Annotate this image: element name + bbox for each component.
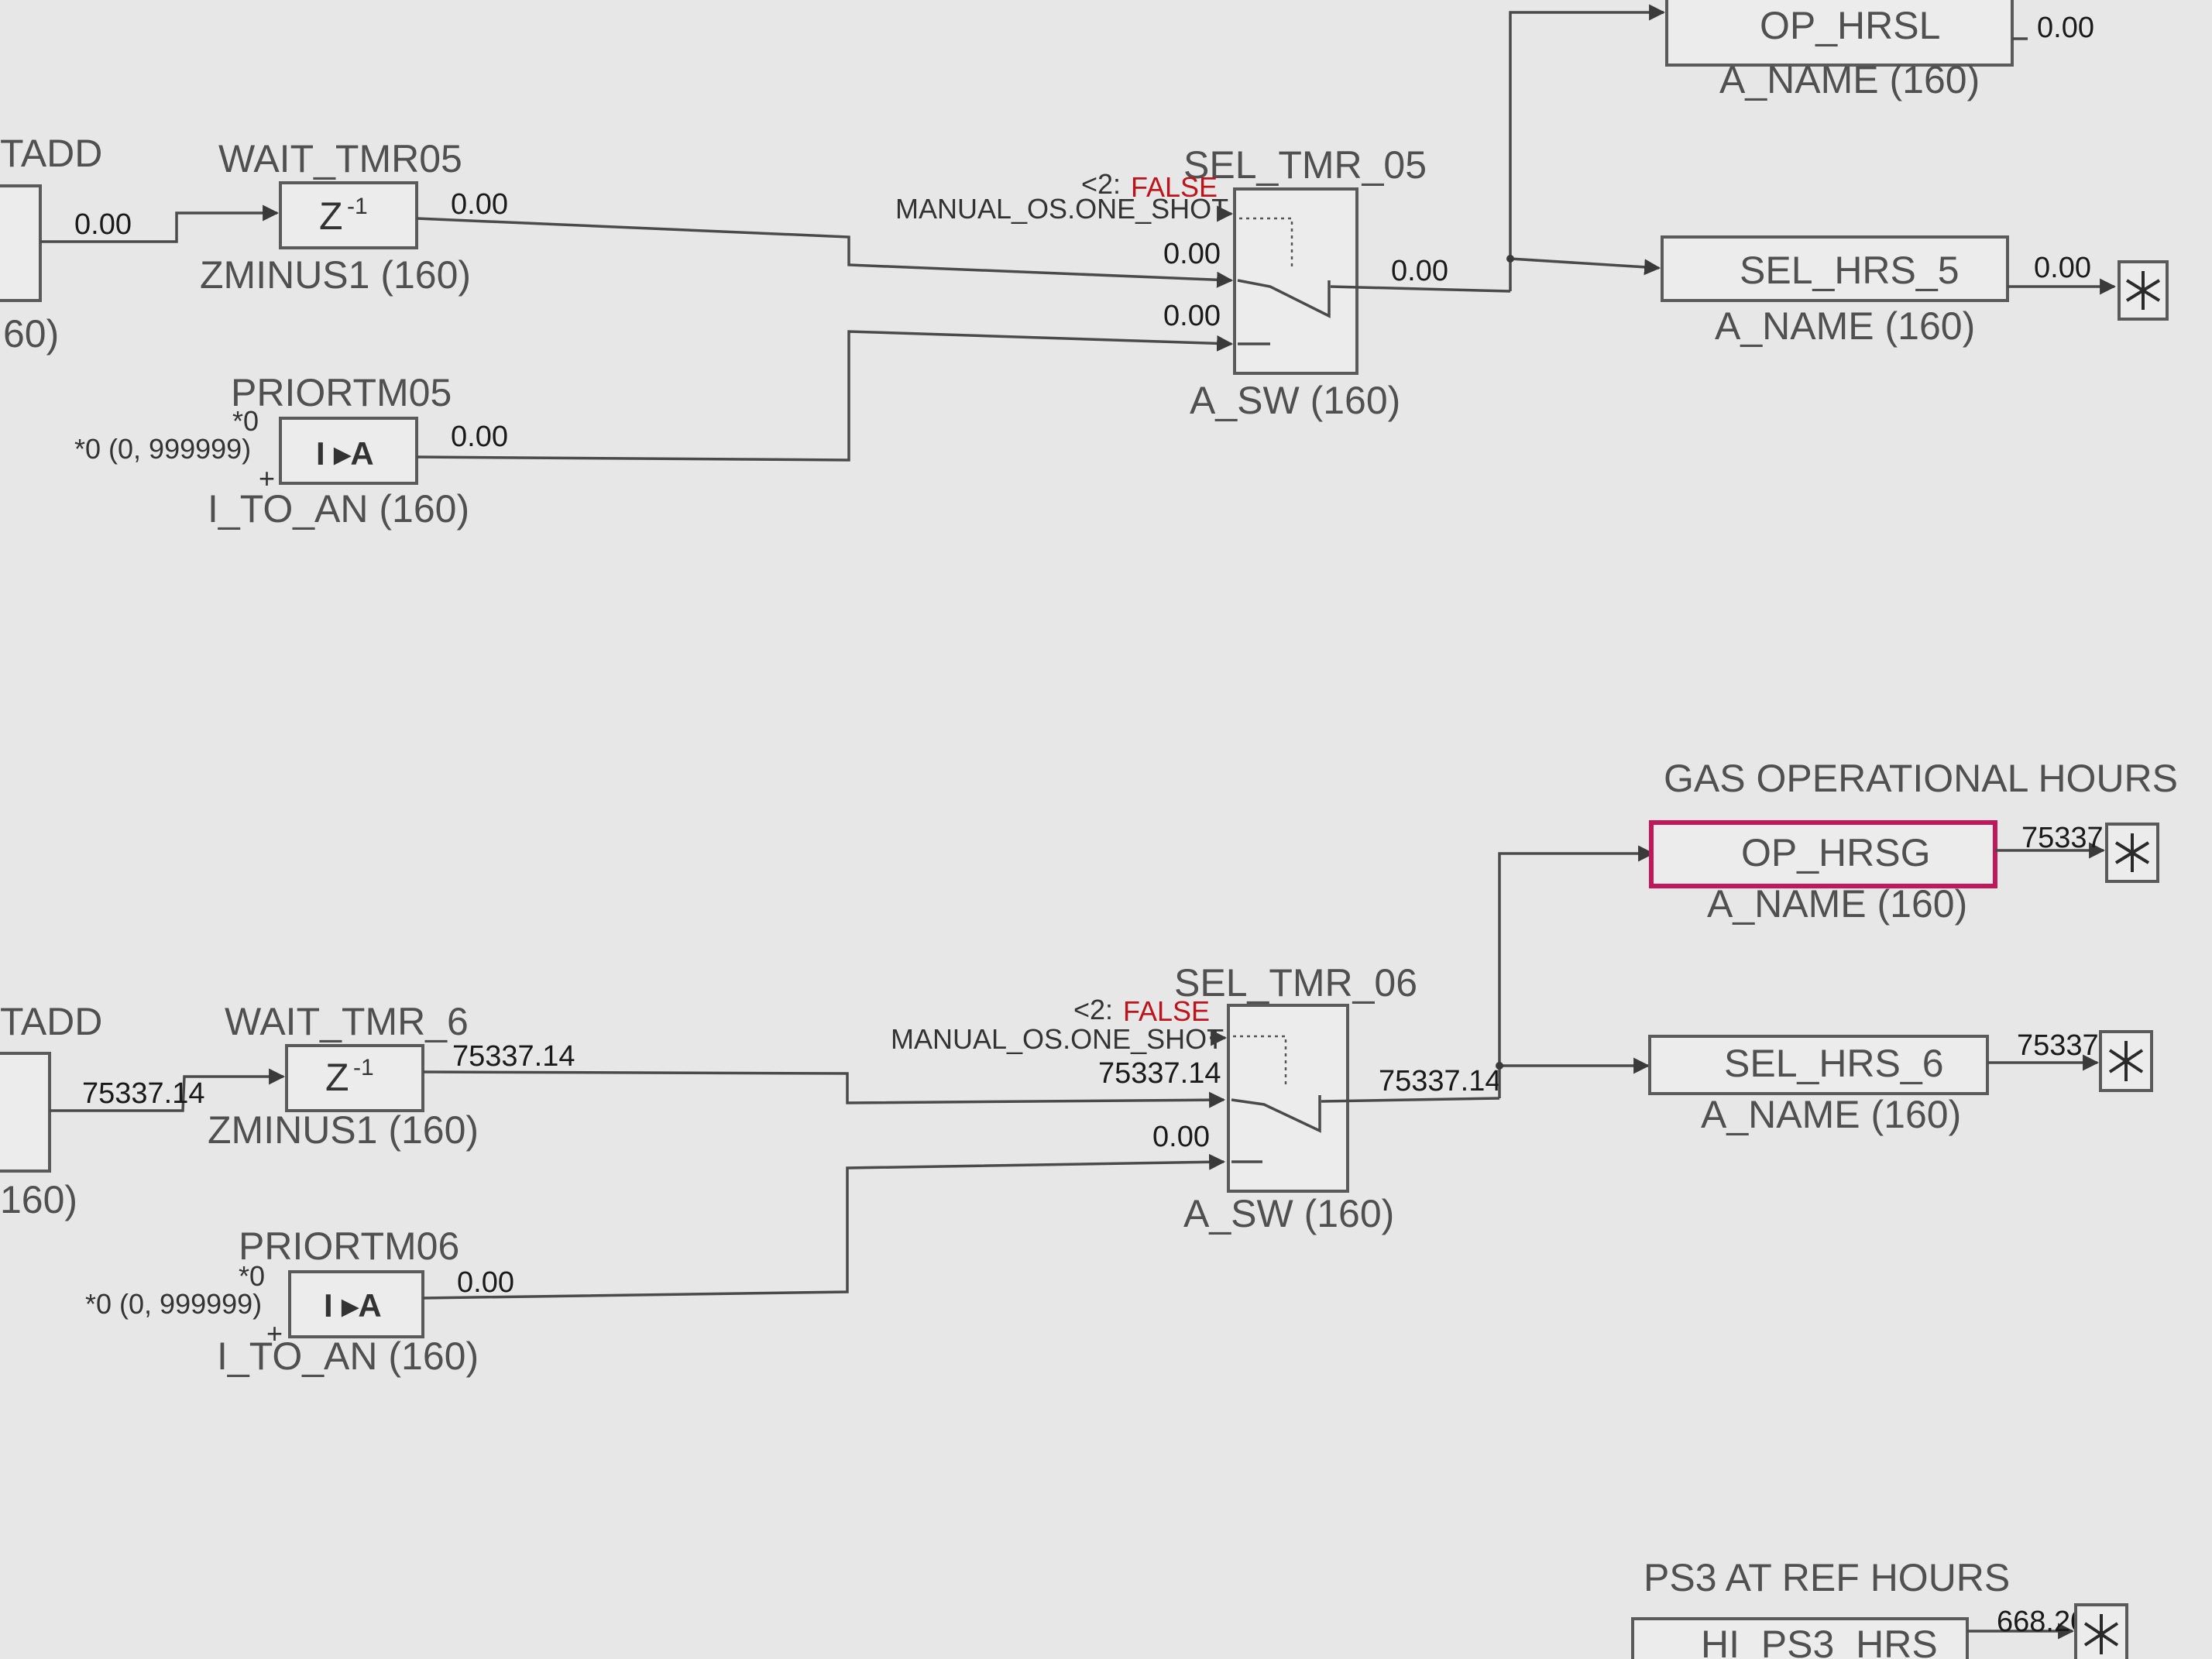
sel-hrs-6-block[interactable] [1648, 1035, 1989, 1095]
sel-tmr-06-name: SEL_TMR_06 [1174, 961, 1417, 1005]
priortm06-name: PRIORTM06 [239, 1224, 459, 1268]
tadd-top-name: TADD [0, 132, 102, 175]
priortm06-param: *0 (0, 999999) [85, 1288, 262, 1320]
wire-priortm06-to-sel [422, 1153, 1226, 1300]
priortm05-type: I_TO_AN (160) [208, 487, 469, 531]
tadd-block-top[interactable] [0, 184, 42, 302]
sel-tmr-05-dotted-control [1239, 217, 1293, 268]
wait-tmr05-in-value: 0.00 [74, 208, 132, 241]
asterisk-icon[interactable] [2099, 1030, 2153, 1092]
priortm05-reset: *0 [232, 405, 259, 437]
op-hrsg-type: A_NAME (160) [1707, 882, 1967, 926]
tadd-bottom-name: TADD [0, 1000, 102, 1043]
wire-wait-tmr-6-to-sel [422, 1070, 1226, 1108]
wait-tmr05-type: ZMINUS1 (160) [200, 253, 471, 297]
sel-tmr-06-in2-value: 0.00 [1152, 1121, 1210, 1153]
op-hrsg-block[interactable] [1649, 820, 1997, 888]
sel-tmr-06-block[interactable] [1227, 1004, 1349, 1193]
wait-tmr-6-block[interactable] [285, 1044, 424, 1112]
sel-tmr-05-out-value: 0.00 [1391, 255, 1448, 287]
priortm06-type: I_TO_AN (160) [217, 1334, 479, 1378]
wire-tadd-to-wait-tmr-6 [50, 1068, 286, 1112]
hi-ps3-hrs-caption: PS3 AT REF HOURS [1644, 1556, 2010, 1599]
priortm06-block[interactable] [288, 1270, 424, 1338]
sel-tmr-05-type: A_SW (160) [1190, 379, 1400, 422]
asterisk-icon[interactable] [2118, 260, 2169, 321]
wire-to-op-hrsg [1498, 845, 1655, 1098]
sel-tmr-05-name: SEL_TMR_05 [1183, 143, 1427, 187]
wait-tmr-6-in-value: 75337.14 [82, 1077, 205, 1110]
hi-ps3-hrs-out-value: 668.20 [1997, 1606, 2087, 1638]
sel-tmr-06-in1-value: 75337.14 [1098, 1057, 1221, 1090]
wire-sel-06-out [1321, 1097, 1500, 1103]
tadd-top-type: 60) [3, 312, 59, 356]
wire-sel-05-out [1330, 285, 1511, 293]
sel-tmr-05-cond-value: FALSE [1131, 171, 1218, 203]
wire-wait-tmr05-to-sel [416, 217, 1234, 288]
sel-tmr-06-out-value: 75337.14 [1379, 1065, 1502, 1097]
zminus1-superscript-6: -1 [353, 1055, 374, 1080]
wait-tmr05-out-value: 0.00 [451, 188, 508, 221]
priortm05-out-value: 0.00 [451, 421, 508, 453]
sel-tmr-06-input-label: MANUAL_OS.ONE_SHOT [891, 1023, 1224, 1055]
priortm05-param: *0 (0, 999999) [74, 433, 251, 465]
i-to-a-symbol: I ▸A [316, 435, 374, 472]
priortm05-plus: + [259, 462, 275, 494]
wait-tmr05-name: WAIT_TMR05 [218, 137, 462, 180]
zminus1-symbol: Z [319, 194, 343, 238]
tadd-block-bottom[interactable] [0, 1052, 51, 1173]
zminus1-superscript: -1 [347, 194, 368, 219]
asterisk-icon[interactable] [2074, 1603, 2128, 1659]
sel-tmr-06-type: A_SW (160) [1183, 1192, 1394, 1235]
zminus1-symbol-6: Z [325, 1056, 349, 1099]
wire-to-sel-hrs-5 [1510, 257, 1661, 276]
hi-ps3-hrs-name: HI_PS3_HRS [1701, 1623, 1938, 1659]
sel-hrs-5-out-value: 0.00 [2034, 252, 2091, 284]
tadd-bottom-type: 160) [0, 1178, 77, 1221]
wire-to-op-hrsl [1509, 4, 1666, 291]
wire-priortm05-to-sel [416, 330, 1234, 462]
sel-tmr-05-switch [1237, 279, 1331, 318]
sel-hrs-5-name: SEL_HRS_5 [1740, 249, 1960, 292]
op-hrsl-block[interactable] [1665, 0, 2014, 67]
sel-tmr-05-in2-value: 0.00 [1163, 300, 1221, 332]
sel-tmr-06-cond-prefix: <2: [1073, 994, 1113, 1025]
wait-tmr-6-type: ZMINUS1 (160) [208, 1108, 479, 1152]
wait-tmr05-block[interactable] [279, 181, 418, 249]
sel-tmr-05-cond-prefix: <2: [1081, 168, 1121, 200]
junction-dot-05 [1506, 255, 1514, 263]
op-hrsl-name: OP_HRSL [1760, 4, 1940, 47]
sel-hrs-6-type: A_NAME (160) [1701, 1093, 1961, 1136]
sel-tmr-05-input-label: MANUAL_OS.ONE_SHOT [895, 193, 1228, 225]
sel-tmr-06-dotted-control [1233, 1035, 1287, 1087]
sel-hrs-5-type: A_NAME (160) [1715, 304, 1975, 348]
sel-tmr-05-block[interactable] [1233, 187, 1358, 375]
op-hrsl-out-value: 0.00 [2037, 12, 2094, 44]
wire-tadd-to-wait-tmr05 [40, 204, 280, 243]
junction-dot-06 [1496, 1062, 1503, 1070]
sel-hrs-6-name: SEL_HRS_6 [1724, 1042, 1944, 1085]
op-hrsl-type: A_NAME (160) [1719, 58, 1980, 101]
priortm05-block[interactable] [279, 417, 418, 485]
wait-tmr-6-out-value: 75337.14 [452, 1040, 575, 1073]
sel-tmr-06-cond-value: FALSE [1123, 995, 1210, 1027]
sel-tmr-06-switch [1231, 1095, 1321, 1133]
priortm05-name: PRIORTM05 [231, 371, 452, 414]
op-hrsg-caption: GAS OPERATIONAL HOURS [1664, 757, 2178, 800]
sel-hrs-5-block[interactable] [1661, 235, 2009, 302]
hi-ps3-hrs-block[interactable] [1631, 1617, 1969, 1659]
asterisk-icon[interactable] [2105, 823, 2159, 883]
i-to-a-symbol-6: I ▸A [324, 1287, 382, 1324]
priortm06-out-value: 0.00 [457, 1266, 514, 1299]
priortm06-reset: *0 [239, 1260, 265, 1292]
wait-tmr-6-name: WAIT_TMR_6 [225, 1000, 469, 1043]
priortm06-plus: + [266, 1317, 283, 1349]
op-hrsg-name: OP_HRSG [1741, 831, 1931, 874]
sel-tmr-05-in1-value: 0.00 [1163, 238, 1221, 270]
